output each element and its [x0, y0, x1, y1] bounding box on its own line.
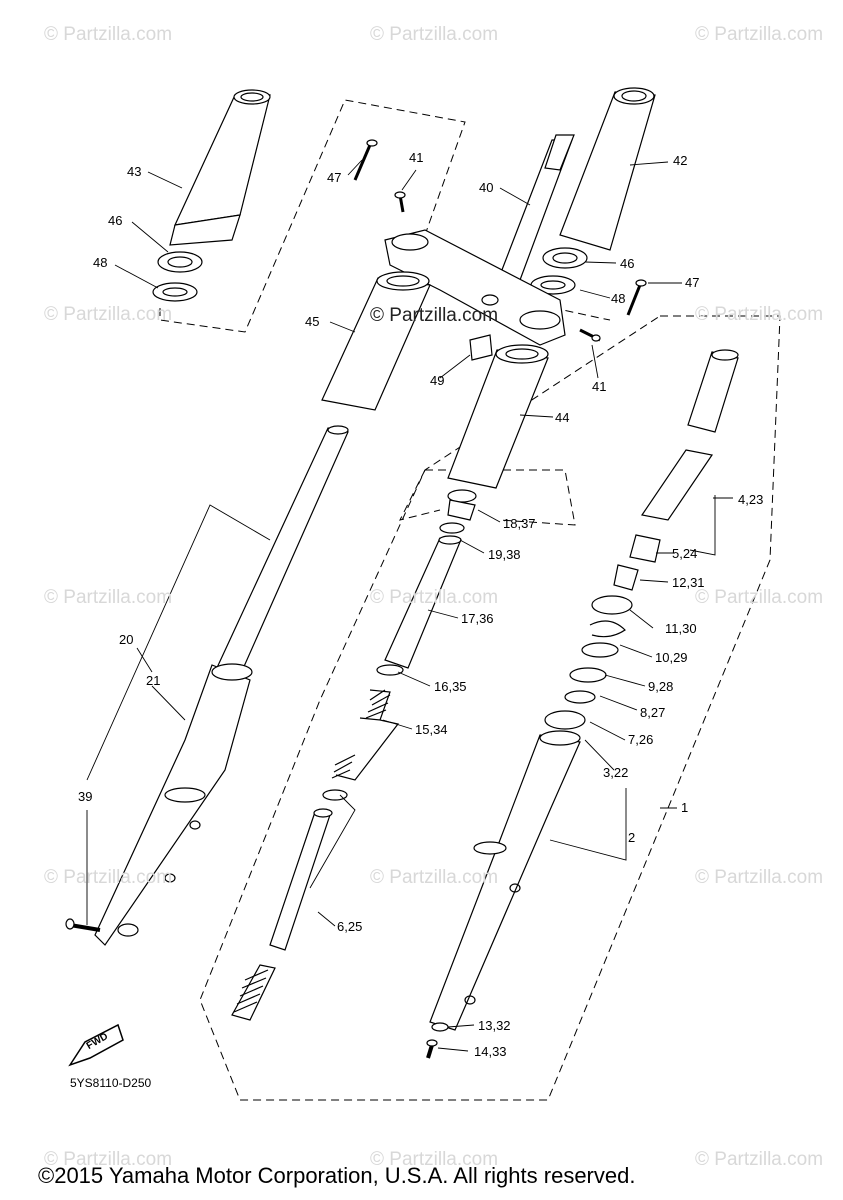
part-label[interactable]: 8,27: [640, 705, 666, 720]
part-label[interactable]: 49: [430, 373, 445, 388]
part-label[interactable]: 18,37: [503, 516, 536, 531]
nut-49: [469, 334, 493, 361]
inner-parts-upper: [376, 489, 477, 676]
part-label[interactable]: 45: [305, 314, 320, 329]
part-label[interactable]: 48: [93, 255, 108, 270]
watermark: © Partzilla.com: [370, 867, 499, 888]
part-label[interactable]: 12,31: [672, 575, 705, 590]
part-label[interactable]: 13,32: [478, 1018, 511, 1033]
part-label[interactable]: 46: [620, 256, 635, 271]
cover-45: [321, 271, 431, 411]
part-label[interactable]: 3,22: [603, 765, 629, 780]
leader-lines: [86, 159, 733, 1052]
cover-42: [559, 87, 656, 251]
part-label[interactable]: 40: [479, 180, 494, 195]
part-label[interactable]: 44: [555, 410, 570, 425]
part-label[interactable]: 10,29: [655, 650, 688, 665]
copyright-notice: ©2015 Yamaha Motor Corporation, U.S.A. A…: [38, 1163, 636, 1188]
bolt-39: [65, 918, 101, 932]
washer-bolt-13-14: [426, 1022, 449, 1059]
watermark: © Partzilla.com: [44, 1149, 173, 1170]
left-fork-assembly: [94, 425, 349, 946]
part-label[interactable]: 46: [108, 213, 123, 228]
part-label[interactable]: 41: [592, 379, 607, 394]
part-label[interactable]: 15,34: [415, 722, 448, 737]
part-label[interactable]: 2: [628, 830, 636, 845]
part-label[interactable]: 41: [409, 150, 424, 165]
part-label[interactable]: 42: [673, 153, 688, 168]
watermark: © Partzilla.com: [370, 1149, 499, 1170]
washers-right: [530, 247, 588, 295]
watermark: © Partzilla.com: [370, 24, 499, 45]
part-label[interactable]: 39: [78, 789, 93, 804]
damper-rod-6: [231, 808, 333, 1021]
part-label[interactable]: 5,24: [672, 546, 698, 561]
part-label[interactable]: 9,28: [648, 679, 674, 694]
part-label[interactable]: 7,26: [628, 732, 654, 747]
center-watermark: © Partzilla.com: [370, 305, 499, 326]
watermark: © Partzilla.com: [44, 867, 173, 888]
watermark: © Partzilla.com: [44, 24, 173, 45]
part-label[interactable]: 4,23: [738, 492, 764, 507]
fwd-arrow-icon: [68, 1023, 124, 1067]
watermark: © Partzilla.com: [44, 587, 173, 608]
part-label[interactable]: 43: [127, 164, 142, 179]
part-label[interactable]: 48: [611, 291, 626, 306]
diagram-code: 5YS8110-D250: [70, 1076, 152, 1090]
spring-15: [322, 689, 400, 801]
watermark: © Partzilla.com: [695, 587, 824, 608]
part-label[interactable]: 19,38: [488, 547, 521, 562]
part-label[interactable]: 6,25: [337, 919, 363, 934]
part-label[interactable]: 11,30: [665, 621, 697, 636]
watermark: © Partzilla.com: [695, 24, 824, 45]
part-label[interactable]: 47: [685, 275, 700, 290]
watermark: © Partzilla.com: [695, 867, 824, 888]
cover-43: [169, 89, 271, 246]
right-inner-parts: [544, 349, 739, 730]
part-label[interactable]: 20: [119, 632, 134, 647]
watermark: © Partzilla.com: [44, 304, 173, 325]
outer-tube-2: [429, 730, 581, 1031]
cover-44: [447, 344, 549, 489]
part-label[interactable]: 47: [327, 170, 342, 185]
part-label[interactable]: 1: [681, 800, 689, 815]
under-bracket: [384, 229, 566, 346]
bolts-top: [353, 139, 647, 342]
watermark: © Partzilla.com: [370, 587, 499, 608]
part-label[interactable]: 16,35: [434, 679, 467, 694]
watermark: © Partzilla.com: [695, 1149, 824, 1170]
part-label[interactable]: 17,36: [461, 611, 494, 626]
watermark: © Partzilla.com: [695, 304, 824, 325]
part-label[interactable]: 21: [146, 673, 161, 688]
washers-left: [152, 251, 203, 302]
part-label[interactable]: 14,33: [474, 1044, 507, 1059]
